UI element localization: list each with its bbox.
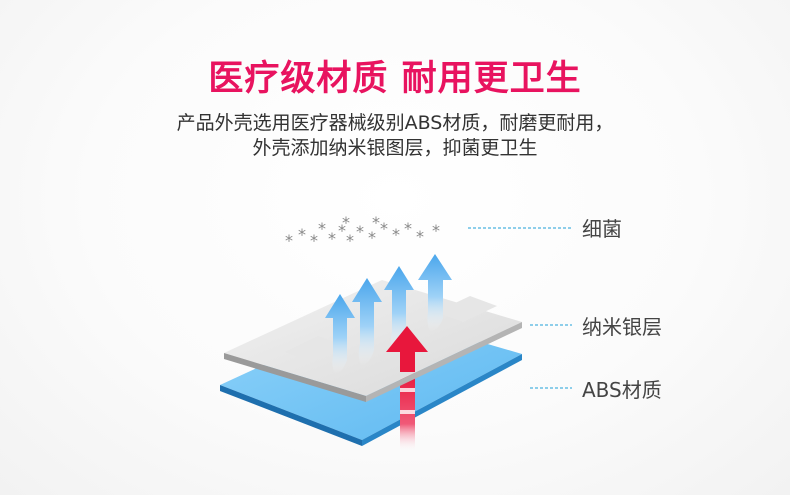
svg-text:*: * — [380, 219, 388, 238]
label-silver-layer: 纳米银层 — [582, 315, 662, 339]
svg-text:*: * — [346, 231, 354, 250]
subtitle-line-2: 外壳添加纳米银图层，抑菌更卫生 — [252, 137, 538, 159]
bacteria-dots-icon: * * * * * * * * * * * * * * * * — [285, 213, 440, 250]
svg-text:*: * — [338, 221, 346, 240]
svg-text:*: * — [285, 231, 293, 250]
svg-text:*: * — [372, 213, 380, 232]
up-arrow-blue — [352, 278, 382, 366]
up-arrow-blue-group — [325, 254, 452, 374]
svg-text:*: * — [368, 228, 376, 247]
svg-text:*: * — [356, 222, 364, 241]
svg-text:*: * — [328, 229, 336, 248]
up-arrow-blue — [325, 294, 355, 374]
leader-lines — [468, 227, 572, 389]
svg-text:*: * — [318, 219, 326, 238]
svg-text:*: * — [342, 213, 350, 232]
page-title: 医疗级材质 耐用更卫生 — [208, 59, 582, 99]
svg-text:*: * — [432, 221, 440, 240]
up-arrow-blue — [384, 266, 414, 352]
up-arrow-red — [386, 326, 428, 372]
subtitle-line-1: 产品外壳选用医疗器械级别ABS材质，耐磨更耐用， — [176, 112, 614, 134]
svg-text:*: * — [298, 225, 306, 244]
label-abs: ABS材质 — [582, 378, 662, 402]
svg-text:*: * — [310, 231, 318, 250]
svg-text:*: * — [392, 225, 400, 244]
up-arrow-blue — [418, 254, 452, 332]
svg-text:*: * — [416, 227, 424, 246]
svg-text:*: * — [404, 219, 412, 238]
label-bacteria: 细菌 — [582, 217, 622, 241]
up-arrow-red-lower — [400, 372, 415, 452]
